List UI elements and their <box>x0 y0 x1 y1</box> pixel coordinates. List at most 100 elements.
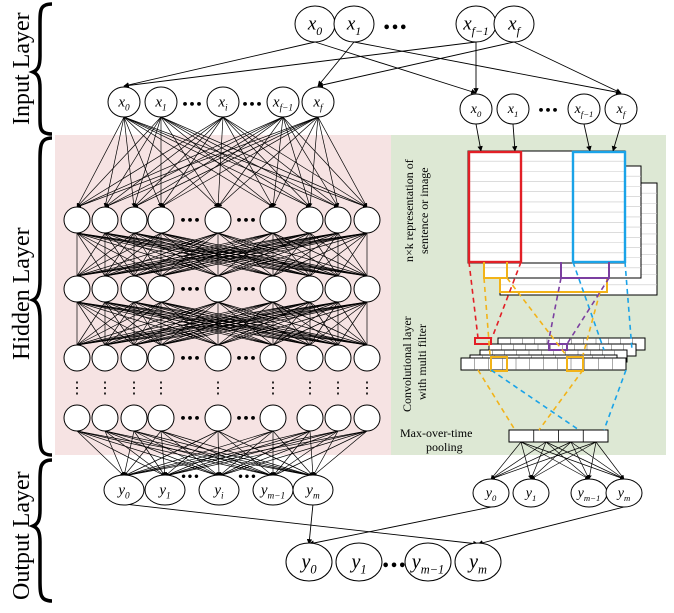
node-label-subscript: f <box>517 25 522 38</box>
connection-line <box>160 116 311 208</box>
connection-line <box>164 430 368 478</box>
hidden-neuron <box>353 344 381 372</box>
connection-line <box>272 301 368 346</box>
right-input-node <box>604 93 638 125</box>
hidden-row-ellipsis: ••• <box>235 352 256 365</box>
node-label-subscript: 0 <box>125 104 130 114</box>
pooling-label-line2: pooling <box>426 440 463 454</box>
connection-line <box>222 116 274 208</box>
connection-line <box>76 116 224 208</box>
left-output-ellipsis: ••• <box>237 472 256 483</box>
node-label-subscript: i <box>221 492 224 502</box>
node-label: x0 <box>470 102 482 119</box>
connection-line <box>160 116 284 208</box>
hidden-neuron <box>204 344 232 372</box>
bottom-output-node <box>285 542 333 582</box>
node-label-base: x <box>507 14 517 35</box>
connection-line <box>530 441 547 480</box>
blue-dashed-link <box>572 261 605 351</box>
connection-line <box>133 116 162 208</box>
node-label-base: y <box>467 551 478 573</box>
connection-line <box>217 116 284 208</box>
node-label: ym−1 <box>259 483 285 502</box>
connection-line <box>217 232 274 277</box>
connection-line <box>123 430 274 477</box>
blue-dashed-link <box>624 261 633 351</box>
right-input-node <box>496 93 530 125</box>
hidden-neuron <box>91 344 119 372</box>
connection-line <box>123 116 368 208</box>
connection-line <box>76 301 106 346</box>
node-label-subscript: 0 <box>310 563 317 577</box>
hidden-neuron <box>147 275 175 303</box>
connection-line <box>317 41 355 87</box>
connection-line <box>160 301 368 346</box>
hidden-neuron <box>296 275 324 303</box>
node-label-subscript: 1 <box>162 104 167 114</box>
hidden-neuron <box>259 275 287 303</box>
connection-line <box>314 41 477 95</box>
yellow-feature-cell <box>566 356 584 372</box>
hidden-neuron <box>63 344 91 372</box>
connection-line <box>76 232 274 277</box>
node-label-base: y <box>212 483 221 499</box>
output-layer-brace <box>28 458 53 603</box>
cnn-group <box>460 150 658 443</box>
left-input-node <box>144 86 178 118</box>
node-label-base: x <box>470 102 478 117</box>
connection-line <box>104 430 314 478</box>
node-label-base: y <box>349 551 360 573</box>
connection-line <box>272 232 368 277</box>
hidden-neuron <box>120 344 148 372</box>
connection-line <box>123 430 162 477</box>
node-label-subscript: f−1 <box>581 109 594 119</box>
connection-line <box>520 441 590 480</box>
node-label-subscript: m <box>624 493 630 503</box>
node-label: x1 <box>346 14 361 38</box>
node-label: y0 <box>299 551 317 577</box>
left-input-node <box>266 86 300 118</box>
hidden-neuron <box>91 404 119 432</box>
hidden-neuron <box>63 206 91 234</box>
hidden-vertical-ellipsis: ⋮ <box>69 380 85 397</box>
hidden-neuron <box>120 404 148 432</box>
connection-line <box>222 116 368 208</box>
node-label-subscript: m−1 <box>268 492 286 502</box>
right-output-node <box>605 478 643 508</box>
hidden-row-ellipsis: ••• <box>235 283 256 296</box>
connection-line <box>104 116 284 208</box>
red-dashed-link <box>491 261 522 339</box>
node-label-base: y <box>524 486 533 501</box>
node-label-base: y <box>410 551 421 573</box>
right-output-node <box>512 478 550 508</box>
top-input-node <box>493 5 535 43</box>
connection-line <box>76 116 284 208</box>
connection-line <box>611 123 622 152</box>
left-output-node <box>198 474 240 506</box>
connection-line <box>282 116 368 208</box>
connection-line <box>76 430 125 477</box>
connection-line <box>76 232 135 277</box>
hidden-neuron <box>63 275 91 303</box>
connection-line <box>218 430 339 477</box>
left-output-ellipsis: ••• <box>180 472 199 483</box>
node-label-base: y <box>484 486 493 501</box>
hidden-neuron <box>296 404 324 432</box>
connection-line <box>104 116 319 208</box>
red-dashed-link <box>468 261 479 339</box>
connection-line <box>595 441 625 480</box>
connection-line <box>123 503 479 547</box>
node-label-base: y <box>616 486 625 501</box>
node-label: xf−1 <box>462 14 489 38</box>
right-input-node <box>459 93 493 125</box>
hidden-neuron <box>91 275 119 303</box>
hidden-neuron <box>353 206 381 234</box>
input-layer-label: Input Layer <box>9 12 35 125</box>
node-label: xf <box>507 14 521 38</box>
node-label-base: x <box>217 95 225 111</box>
node-label: x0 <box>117 95 130 114</box>
connection-line <box>104 301 274 346</box>
node-label-base: x <box>462 14 472 35</box>
hidden-vertical-ellipsis: ⋮ <box>330 380 346 397</box>
node-label-subscript: 0 <box>125 492 130 502</box>
